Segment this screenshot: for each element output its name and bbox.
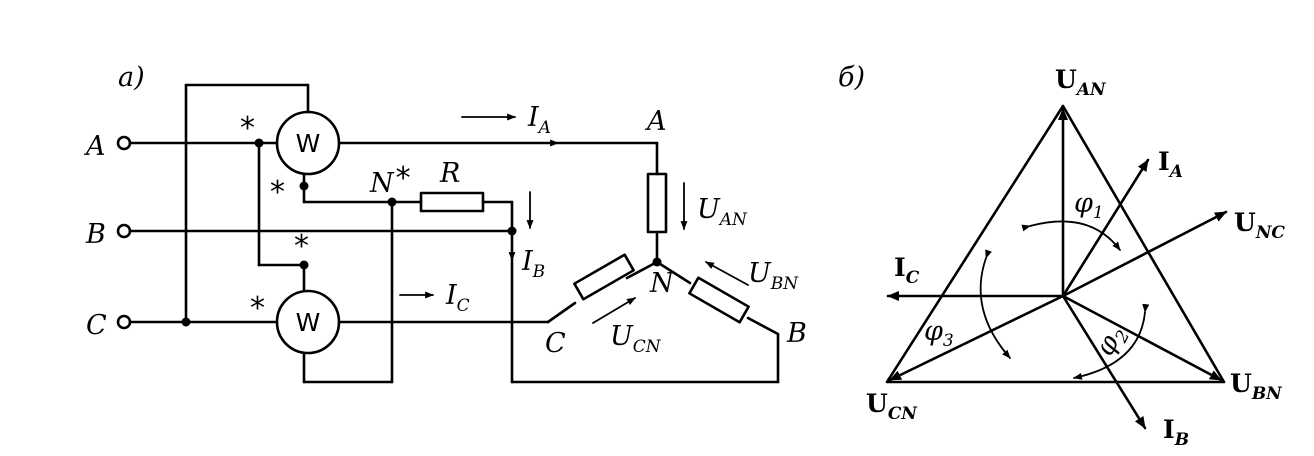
current-a-label: IA [527, 102, 551, 138]
panel-a-circuit: a) A B C [83, 62, 807, 384]
terminal-a-label: A [83, 131, 106, 162]
wattmeter-1: W [275, 110, 341, 176]
terminal-c-circle [116, 314, 132, 330]
angle-phi-1-arc [1021, 220, 1121, 251]
wattmeter-2-label: W [296, 308, 321, 337]
terminal-a-circle [116, 135, 132, 151]
resistor-r [419, 191, 485, 213]
star-mark-w1-current: * [240, 111, 255, 146]
node-n-label: N [649, 268, 675, 299]
circuit-wires [128, 83, 780, 384]
voltage-bn-label: UBN [748, 258, 799, 294]
node-b-label: B [786, 318, 807, 349]
terminal-b-circle [116, 223, 132, 239]
label-phi-1: φ1 [1074, 188, 1104, 223]
phasor-i-b [1061, 294, 1147, 430]
resistor-r-label: R [439, 158, 460, 189]
label-phi-3: φ3 [924, 316, 954, 351]
angle-phi-2-arc [1073, 303, 1150, 380]
panel-b-label: б) [838, 62, 865, 93]
phasor-u-nc [1061, 210, 1228, 298]
label-u-nc: UNC [1234, 208, 1285, 243]
current-b-label: IB [521, 246, 545, 282]
neutral-star-label: N* [369, 161, 411, 199]
wattmeter-1-label: W [296, 129, 321, 158]
load-resistor-b [688, 276, 750, 324]
voltage-an-label: UAN [697, 194, 748, 230]
star-mark-w2-voltage: * [294, 229, 309, 264]
label-i-b: IB [1163, 415, 1189, 450]
load-resistor-c [573, 253, 635, 301]
phasor-u-cn [888, 294, 1065, 382]
label-u-cn: UCN [866, 389, 918, 424]
panel-a-label: a) [118, 62, 145, 93]
star-mark-w1-voltage: * [270, 175, 285, 210]
angle-phi-3-arc [979, 249, 1011, 359]
voltage-triangle [885, 104, 1226, 384]
label-i-c: IC [894, 253, 920, 288]
label-u-bn: UBN [1230, 369, 1283, 404]
load-resistor-a [646, 172, 668, 234]
voltage-bn-arrow [705, 261, 749, 286]
voltage-cn-label: UCN [610, 321, 662, 357]
junction-dots [181, 138, 662, 327]
wattmeter-2: W [275, 289, 341, 355]
terminal-b-label: B [85, 219, 106, 250]
voltage-cn-arrow [592, 297, 636, 324]
node-c-label: C [545, 328, 566, 359]
label-phi-2: φ2 [1089, 320, 1134, 363]
node-a-label: A [644, 106, 667, 137]
terminal-c-label: C [86, 310, 107, 341]
star-mark-w2-current: * [250, 291, 265, 326]
panel-b-phasor-diagram: б) UAN UNC UBN UCN IA IB IC φ1 φ3 φ2 [838, 62, 1285, 450]
current-c-label: IC [445, 280, 470, 316]
label-u-an: UAN [1055, 65, 1107, 100]
label-i-a: IA [1158, 147, 1183, 182]
